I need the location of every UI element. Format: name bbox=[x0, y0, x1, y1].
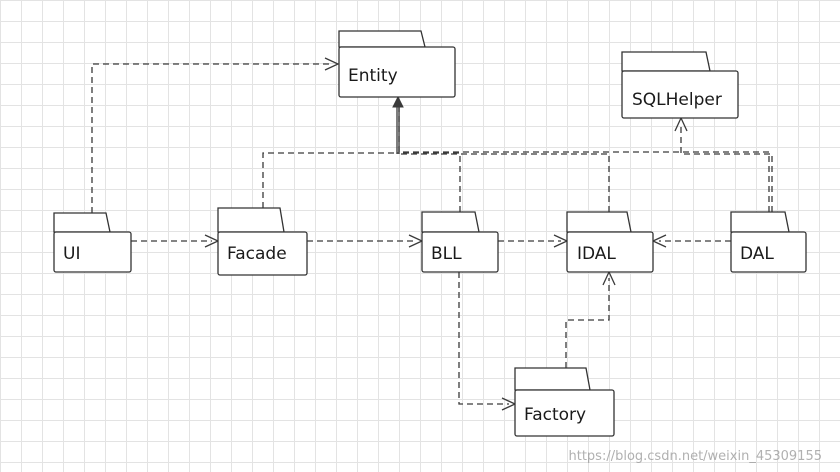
package-factory[interactable]: Factory bbox=[514, 367, 615, 437]
package-ui[interactable]: UI bbox=[53, 212, 132, 273]
package-label-idal: IDAL bbox=[577, 244, 616, 264]
package-label-dal: DAL bbox=[740, 244, 774, 264]
dependency-dal-sqlhelper bbox=[680, 125, 773, 212]
package-facade[interactable]: Facade bbox=[217, 207, 308, 276]
package-label-factory: Factory bbox=[524, 405, 586, 425]
dependency-idal-entity bbox=[397, 153, 610, 212]
arrowhead-ui-entity bbox=[324, 57, 340, 71]
package-label-bll: BLL bbox=[431, 244, 462, 264]
watermark-text: https://blog.csdn.net/weixin_45309155 bbox=[568, 449, 822, 464]
dependency-factory-idal bbox=[565, 278, 610, 368]
dependency-ui-entity bbox=[91, 63, 332, 213]
package-label-entity: Entity bbox=[348, 66, 398, 86]
package-dal[interactable]: DAL bbox=[730, 211, 807, 273]
dependency-bll-factory bbox=[458, 272, 509, 405]
package-sqlhelper[interactable]: SQLHelper bbox=[621, 51, 739, 119]
package-bll[interactable]: BLL bbox=[421, 211, 499, 273]
dependency-dal-entity bbox=[398, 104, 770, 212]
package-idal[interactable]: IDAL bbox=[566, 211, 654, 273]
package-label-sqlhelper: SQLHelper bbox=[632, 90, 722, 110]
entity-dependency-bus bbox=[396, 106, 400, 154]
package-entity[interactable]: Entity bbox=[338, 30, 456, 98]
dependency-facade-entity bbox=[262, 152, 397, 208]
package-label-ui: UI bbox=[63, 244, 80, 264]
package-label-facade: Facade bbox=[227, 244, 287, 264]
arrowhead-entity-bus bbox=[392, 95, 404, 108]
dependency-bll-entity bbox=[397, 152, 461, 212]
